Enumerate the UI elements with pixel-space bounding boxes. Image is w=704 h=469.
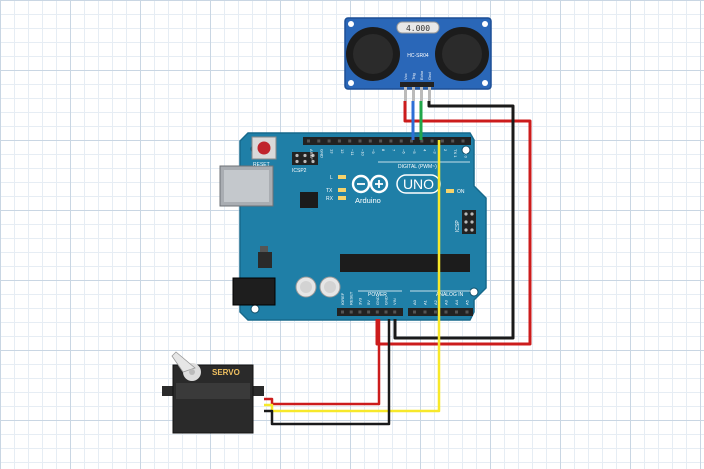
power-pin-label: IOREF <box>340 292 345 305</box>
digital-pin-label: ~10 <box>361 149 366 157</box>
atmega-chip <box>340 254 470 272</box>
digital-pin-label: 8 <box>381 149 386 152</box>
sensor-pin-label: Vcc <box>403 73 408 80</box>
digital-pin-label: 13 <box>330 149 335 154</box>
digital-header <box>303 137 471 145</box>
capacitors <box>295 276 341 298</box>
servo-motor[interactable]: SERVO <box>162 351 264 434</box>
uno-badge: UNO <box>396 174 441 194</box>
digital-pin-label: GND <box>319 149 324 158</box>
reset-button[interactable] <box>251 136 277 160</box>
wire-sensor-vcc <box>375 101 532 346</box>
digital-pin-label: RX 0 <box>464 149 469 159</box>
sensor-pin-label: Trig <box>411 73 416 80</box>
sensor-pin-label: Gnd <box>427 72 432 80</box>
digital-pin-label: 12 <box>340 149 345 154</box>
transducer-right <box>435 27 489 81</box>
transducer-left <box>346 27 400 81</box>
wires <box>264 101 532 426</box>
on-led <box>446 189 454 193</box>
analog-header <box>408 308 473 316</box>
arduino-logo <box>351 174 389 194</box>
digital-pin-label: 7 <box>391 149 396 152</box>
wire-servo-ground <box>264 319 391 426</box>
digital-pin-label: ~9 <box>371 149 376 154</box>
analog-pin-label: A4 <box>454 299 459 305</box>
on-led-label: ON <box>457 189 465 195</box>
digital-pin-label: ~6 <box>402 149 407 154</box>
arduino-brand-label: Arduino <box>355 196 381 205</box>
rx-led-label: RX <box>326 196 334 202</box>
icsp-header <box>462 210 476 234</box>
reset-label: RESET <box>253 162 270 168</box>
uno-label: UNO <box>403 176 434 192</box>
digital-pin-label: 2 <box>443 149 448 152</box>
crystal <box>396 21 440 34</box>
power-pin-label: 5V <box>366 300 371 305</box>
power-label: POWER <box>368 292 387 298</box>
analog-pin-label: A2 <box>433 299 438 305</box>
servo-label: SERVO <box>212 368 240 377</box>
digital-pin-label: ~11 <box>350 149 355 156</box>
analog-pin-labels: A0 A1 A2 A3 A4 A5 <box>412 299 470 305</box>
rx-led <box>338 196 346 200</box>
power-jack <box>232 277 276 306</box>
digital-pin-labels: AREF GND 13 12 ~11 ~10 ~9 8 7 ~6 ~5 4 ~3 2 TX 1 RX 0 <box>309 149 469 160</box>
analog-pin-label: A5 <box>465 299 470 305</box>
tx-led-label: TX <box>326 188 333 194</box>
icsp2-header <box>292 152 318 165</box>
analog-pin-label: A3 <box>444 299 449 305</box>
crystal-label: 4.000 <box>406 24 430 33</box>
sensor-model-label: HC-SR04 <box>407 53 429 59</box>
usb-chip <box>300 192 318 208</box>
digital-pin-label: 4 <box>422 149 427 152</box>
power-pin-label: VIN <box>392 298 397 305</box>
wire-servo-power <box>264 319 381 406</box>
digital-pin-label: TX 1 <box>453 149 458 158</box>
analog-label: ANALOG IN <box>436 292 464 298</box>
sensor-pins <box>404 87 431 101</box>
tx-led <box>338 188 346 192</box>
l-led <box>338 175 346 179</box>
icsp2-label: ICSP2 <box>292 168 307 174</box>
power-pin-label: 3V3 <box>357 297 362 305</box>
analog-pin-label: A0 <box>412 299 417 305</box>
analog-pin-label: A1 <box>423 299 428 305</box>
digital-pin-label: ~3 <box>433 149 438 154</box>
voltage-regulator <box>258 246 272 268</box>
sensor-pin-label: Echo <box>419 70 424 80</box>
digital-pin-label: ~5 <box>412 149 417 154</box>
l-led-label: L <box>330 175 333 181</box>
power-pin-label: RESET <box>349 291 354 305</box>
wire-sensor-gnd <box>393 101 515 340</box>
digital-pin-label: AREF <box>309 149 314 160</box>
power-pin-label: GND <box>375 296 380 305</box>
power-pin-label: GND <box>384 296 389 305</box>
digital-label: DIGITAL (PWM~) <box>398 164 437 170</box>
icsp-label: ICSP <box>455 220 461 232</box>
